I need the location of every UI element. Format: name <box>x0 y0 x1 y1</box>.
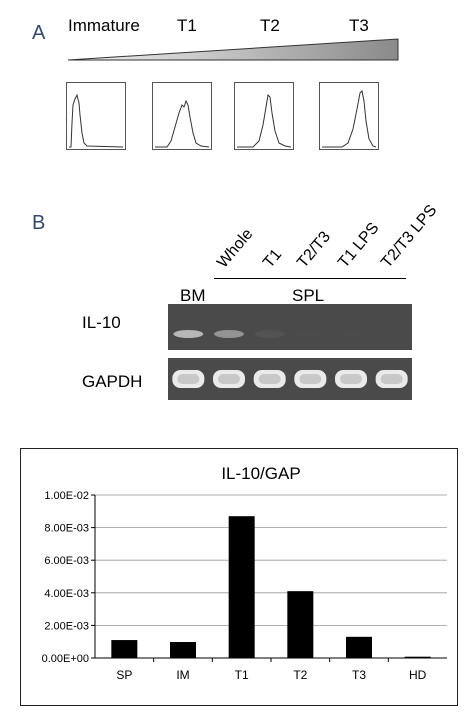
lane-label-t1: T1 <box>260 246 286 272</box>
bar-chart: IL-10/GAP 0.00E+00 2.00E-03 4.00E-03 6.00E-0… <box>42 464 447 682</box>
group-label-spl: SPL <box>292 286 325 305</box>
bar-hd <box>404 656 431 658</box>
row-label-gapdh: GAPDH <box>82 372 143 391</box>
gapdh-band-core <box>299 374 322 384</box>
histogram-t2 <box>234 82 294 150</box>
stage-label-immature: Immature <box>68 16 140 35</box>
lane-label-t1-lps: T1 LPS <box>335 219 383 272</box>
bar-t2 <box>287 591 314 658</box>
gapdh-band-core <box>177 374 200 384</box>
bar-t1 <box>228 516 255 658</box>
histogram-t3 <box>319 82 379 150</box>
x-tick-label: T3 <box>352 668 366 682</box>
bar-chart-panel: IL-10/GAP 0.00E+00 2.00E-03 4.00E-03 6.00E-0… <box>20 448 458 706</box>
il10-band <box>295 330 326 338</box>
x-tick-label: T1 <box>235 668 249 682</box>
il10-band <box>254 330 285 338</box>
il10-band <box>376 330 407 338</box>
x-tick-label: HD <box>409 668 427 682</box>
lane-label-t2t3: T2/T3 <box>294 228 335 272</box>
lane-label-t2t3-lps: T2/T3 LPS <box>378 201 441 272</box>
panel-a-letter: A <box>32 22 46 44</box>
group-label-bm: BM <box>180 286 206 305</box>
il10-band <box>336 330 366 338</box>
gapdh-band-core <box>380 374 403 384</box>
x-tick-label: IM <box>176 668 189 682</box>
stage-label-t3: T3 <box>349 16 369 35</box>
y-tick-label: 4.00E-03 <box>44 588 89 600</box>
stage-label-t2: T2 <box>260 16 280 35</box>
gel-il10 <box>168 304 412 350</box>
gapdh-band-core <box>258 374 281 384</box>
spl-bracket-line <box>214 278 406 279</box>
lane-label-whole: Whole <box>214 225 257 272</box>
gapdh-band-core <box>340 374 362 384</box>
il10-band <box>214 330 244 338</box>
stage-label-t1: T1 <box>177 16 197 35</box>
chart-title: IL-10/GAP <box>221 464 300 483</box>
panel-b-letter: B <box>32 212 46 234</box>
x-tick-label: SP <box>116 668 132 682</box>
row-label-il10: IL-10 <box>82 313 121 332</box>
il10-band <box>173 330 204 338</box>
histogram-t1 <box>152 82 212 150</box>
gapdh-band-core <box>218 374 240 384</box>
bar-sp <box>111 640 138 658</box>
y-tick-label: 8.00E-03 <box>44 523 89 535</box>
y-tick-label: 1.00E-02 <box>44 490 89 502</box>
bar-im <box>170 642 196 658</box>
y-tick-label: 0.00E+00 <box>42 653 89 665</box>
y-tick-label: 6.00E-03 <box>44 555 89 567</box>
histogram-immature <box>66 82 126 150</box>
gel-gapdh <box>168 358 412 400</box>
gradient-wedge <box>68 38 399 61</box>
x-tick-label: T2 <box>293 668 307 682</box>
bar-t3 <box>346 636 372 658</box>
y-tick-label: 2.00E-03 <box>44 620 89 632</box>
